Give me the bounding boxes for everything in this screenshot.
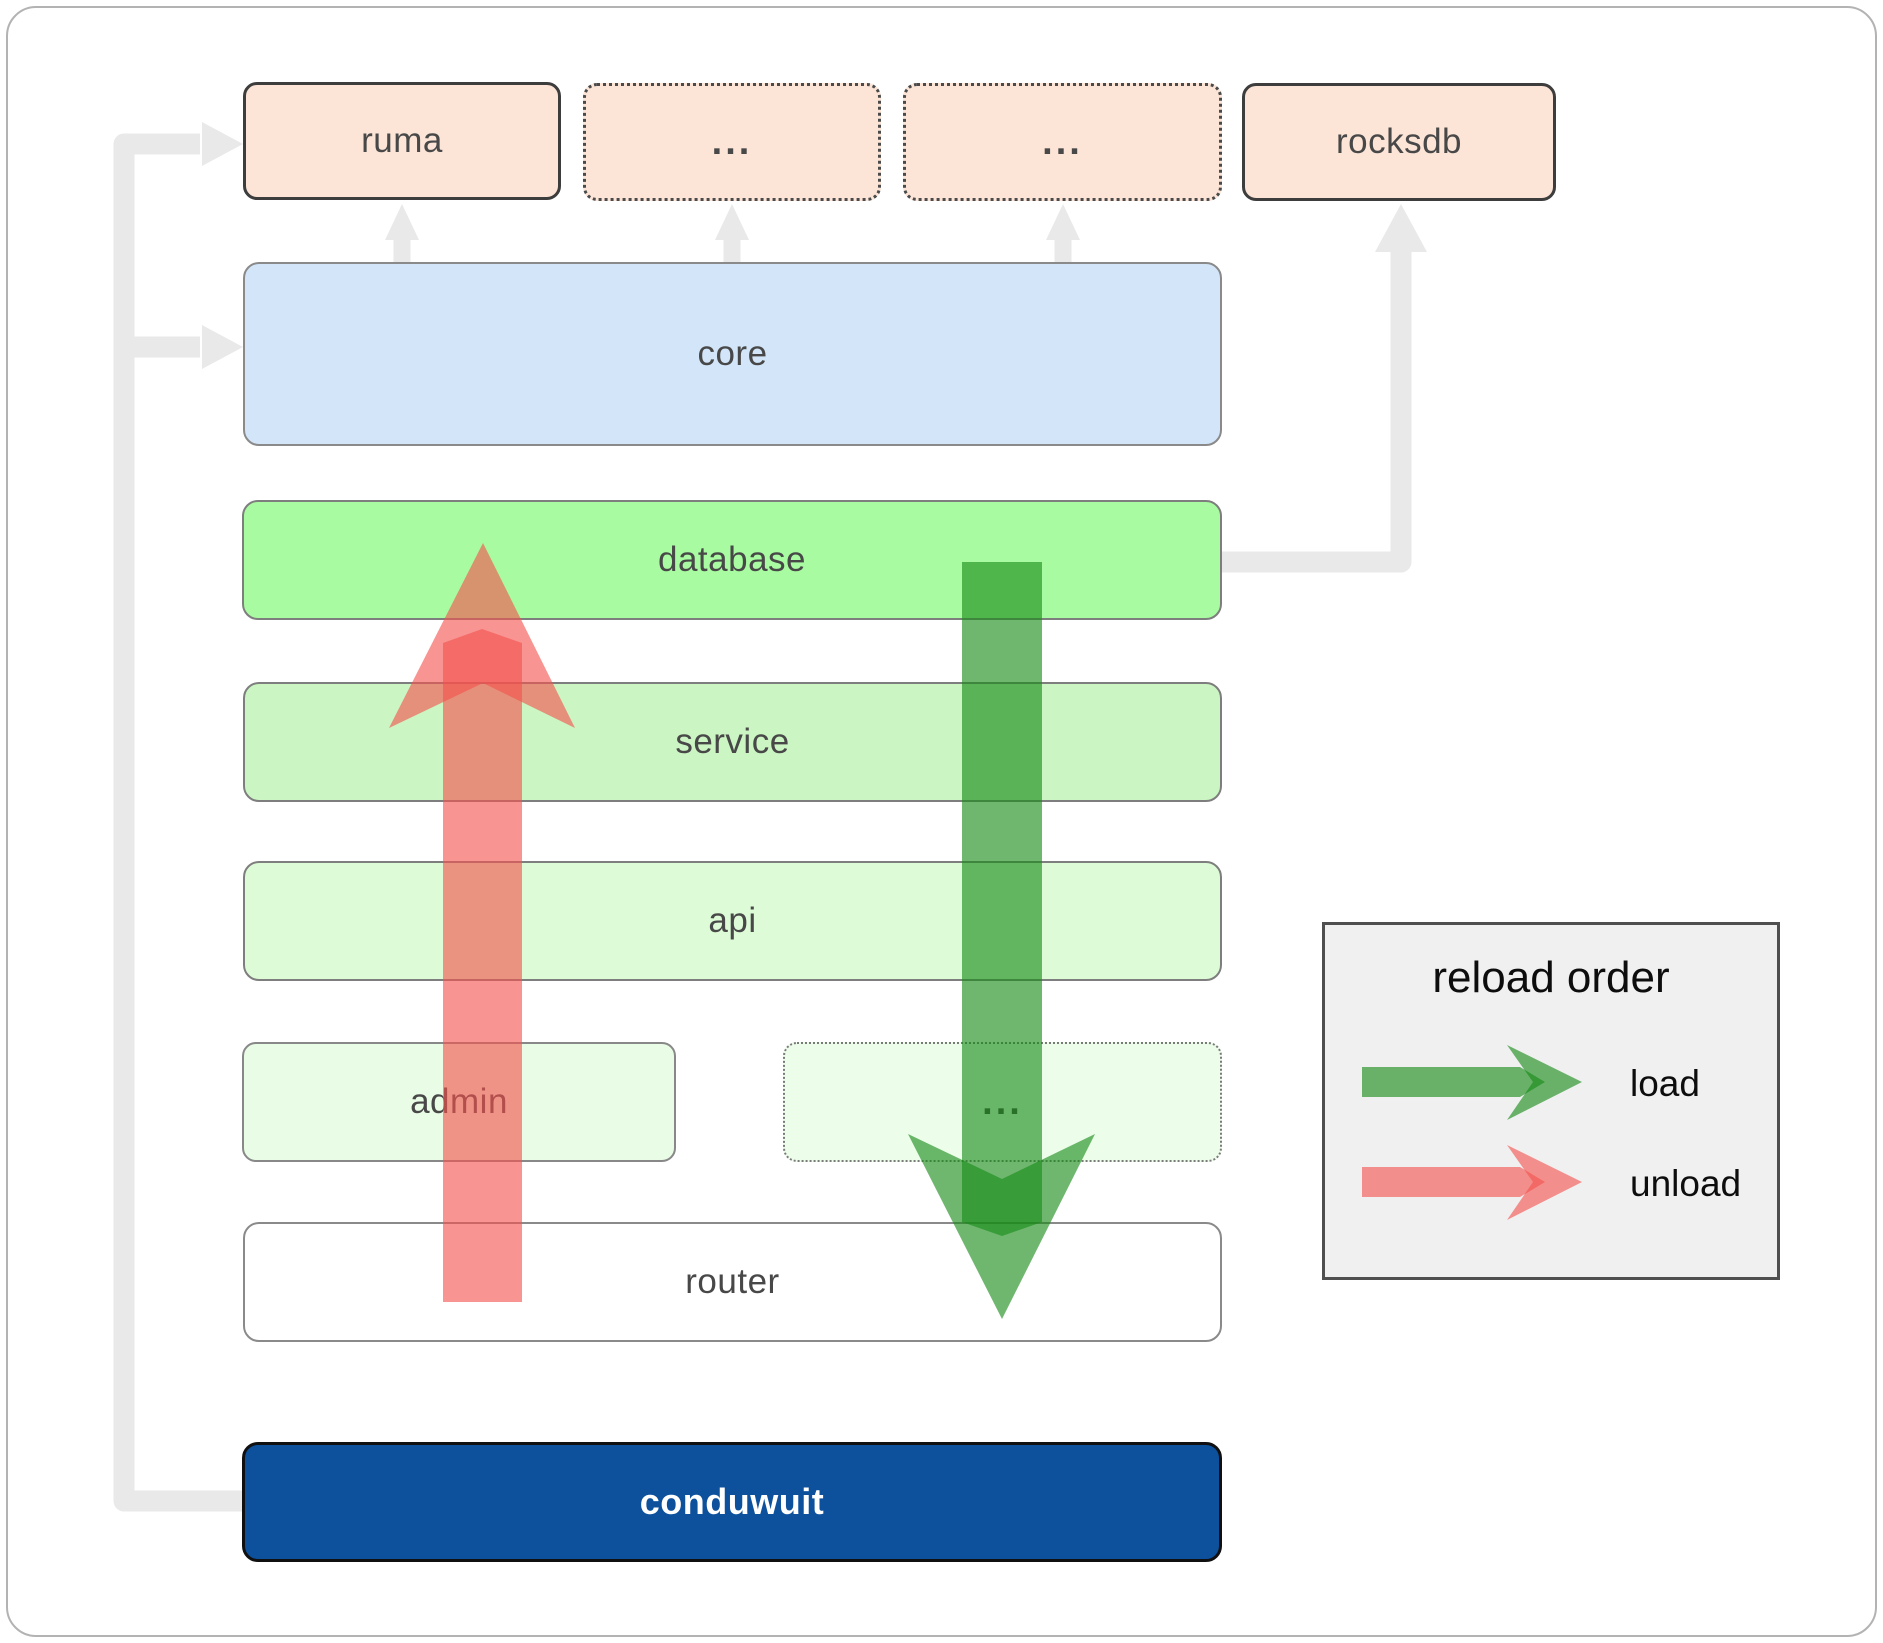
left-elbow-line [113, 133, 242, 1512]
service-box: service [243, 682, 1222, 802]
arrowhead-into-rocksdb-icon [1375, 204, 1427, 252]
ellipsis-top-box-1: ... [583, 83, 881, 201]
api-box: api [243, 861, 1222, 981]
diagram-outer-frame [6, 6, 1877, 1637]
legend-load-label: load [1630, 1063, 1700, 1104]
router-box: router [243, 1222, 1222, 1342]
router-label: router [685, 1262, 780, 1301]
core-label: core [697, 334, 768, 373]
core-box: core [243, 262, 1222, 446]
arrowhead-into-ruma-icon [202, 122, 243, 166]
core-to-dots1-arrowhead-icon [715, 204, 749, 240]
rocksdb-elbow-line [1222, 250, 1412, 573]
core-to-dots2-arrowhead-icon [1046, 204, 1080, 240]
ruma-box: ruma [243, 82, 561, 200]
core-to-ruma-arrowhead-icon [385, 204, 419, 240]
ellipsis-label: ... [982, 1080, 1023, 1123]
admin-label: admin [410, 1082, 508, 1121]
ellipsis-top-box-2: ... [903, 83, 1222, 201]
database-to-rocksdb-connector [1222, 204, 1427, 573]
ellipsis-label: ... [1042, 120, 1083, 163]
service-label: service [675, 722, 790, 761]
ellipsis-admin-row-box: ... [783, 1042, 1222, 1162]
rocksdb-box: rocksdb [1242, 83, 1556, 201]
ruma-label: ruma [361, 121, 443, 160]
admin-box: admin [242, 1042, 676, 1162]
ellipsis-label: ... [711, 120, 753, 163]
conduwuit-box: conduwuit [242, 1442, 1222, 1562]
legend-unload-label: unload [1630, 1163, 1742, 1204]
conduwuit-label: conduwuit [639, 1481, 825, 1522]
legend-panel: reload order load unload [1322, 922, 1780, 1280]
rocksdb-label: rocksdb [1335, 122, 1463, 161]
database-box: database [242, 500, 1222, 620]
core-to-top-row-arrows [385, 204, 1080, 262]
database-label: database [657, 540, 807, 579]
arrowhead-into-core-icon [202, 325, 243, 369]
legend-title: reload order [1432, 953, 1670, 1002]
api-label: api [708, 901, 757, 940]
conduwuit-to-modules-connector [113, 122, 243, 1512]
